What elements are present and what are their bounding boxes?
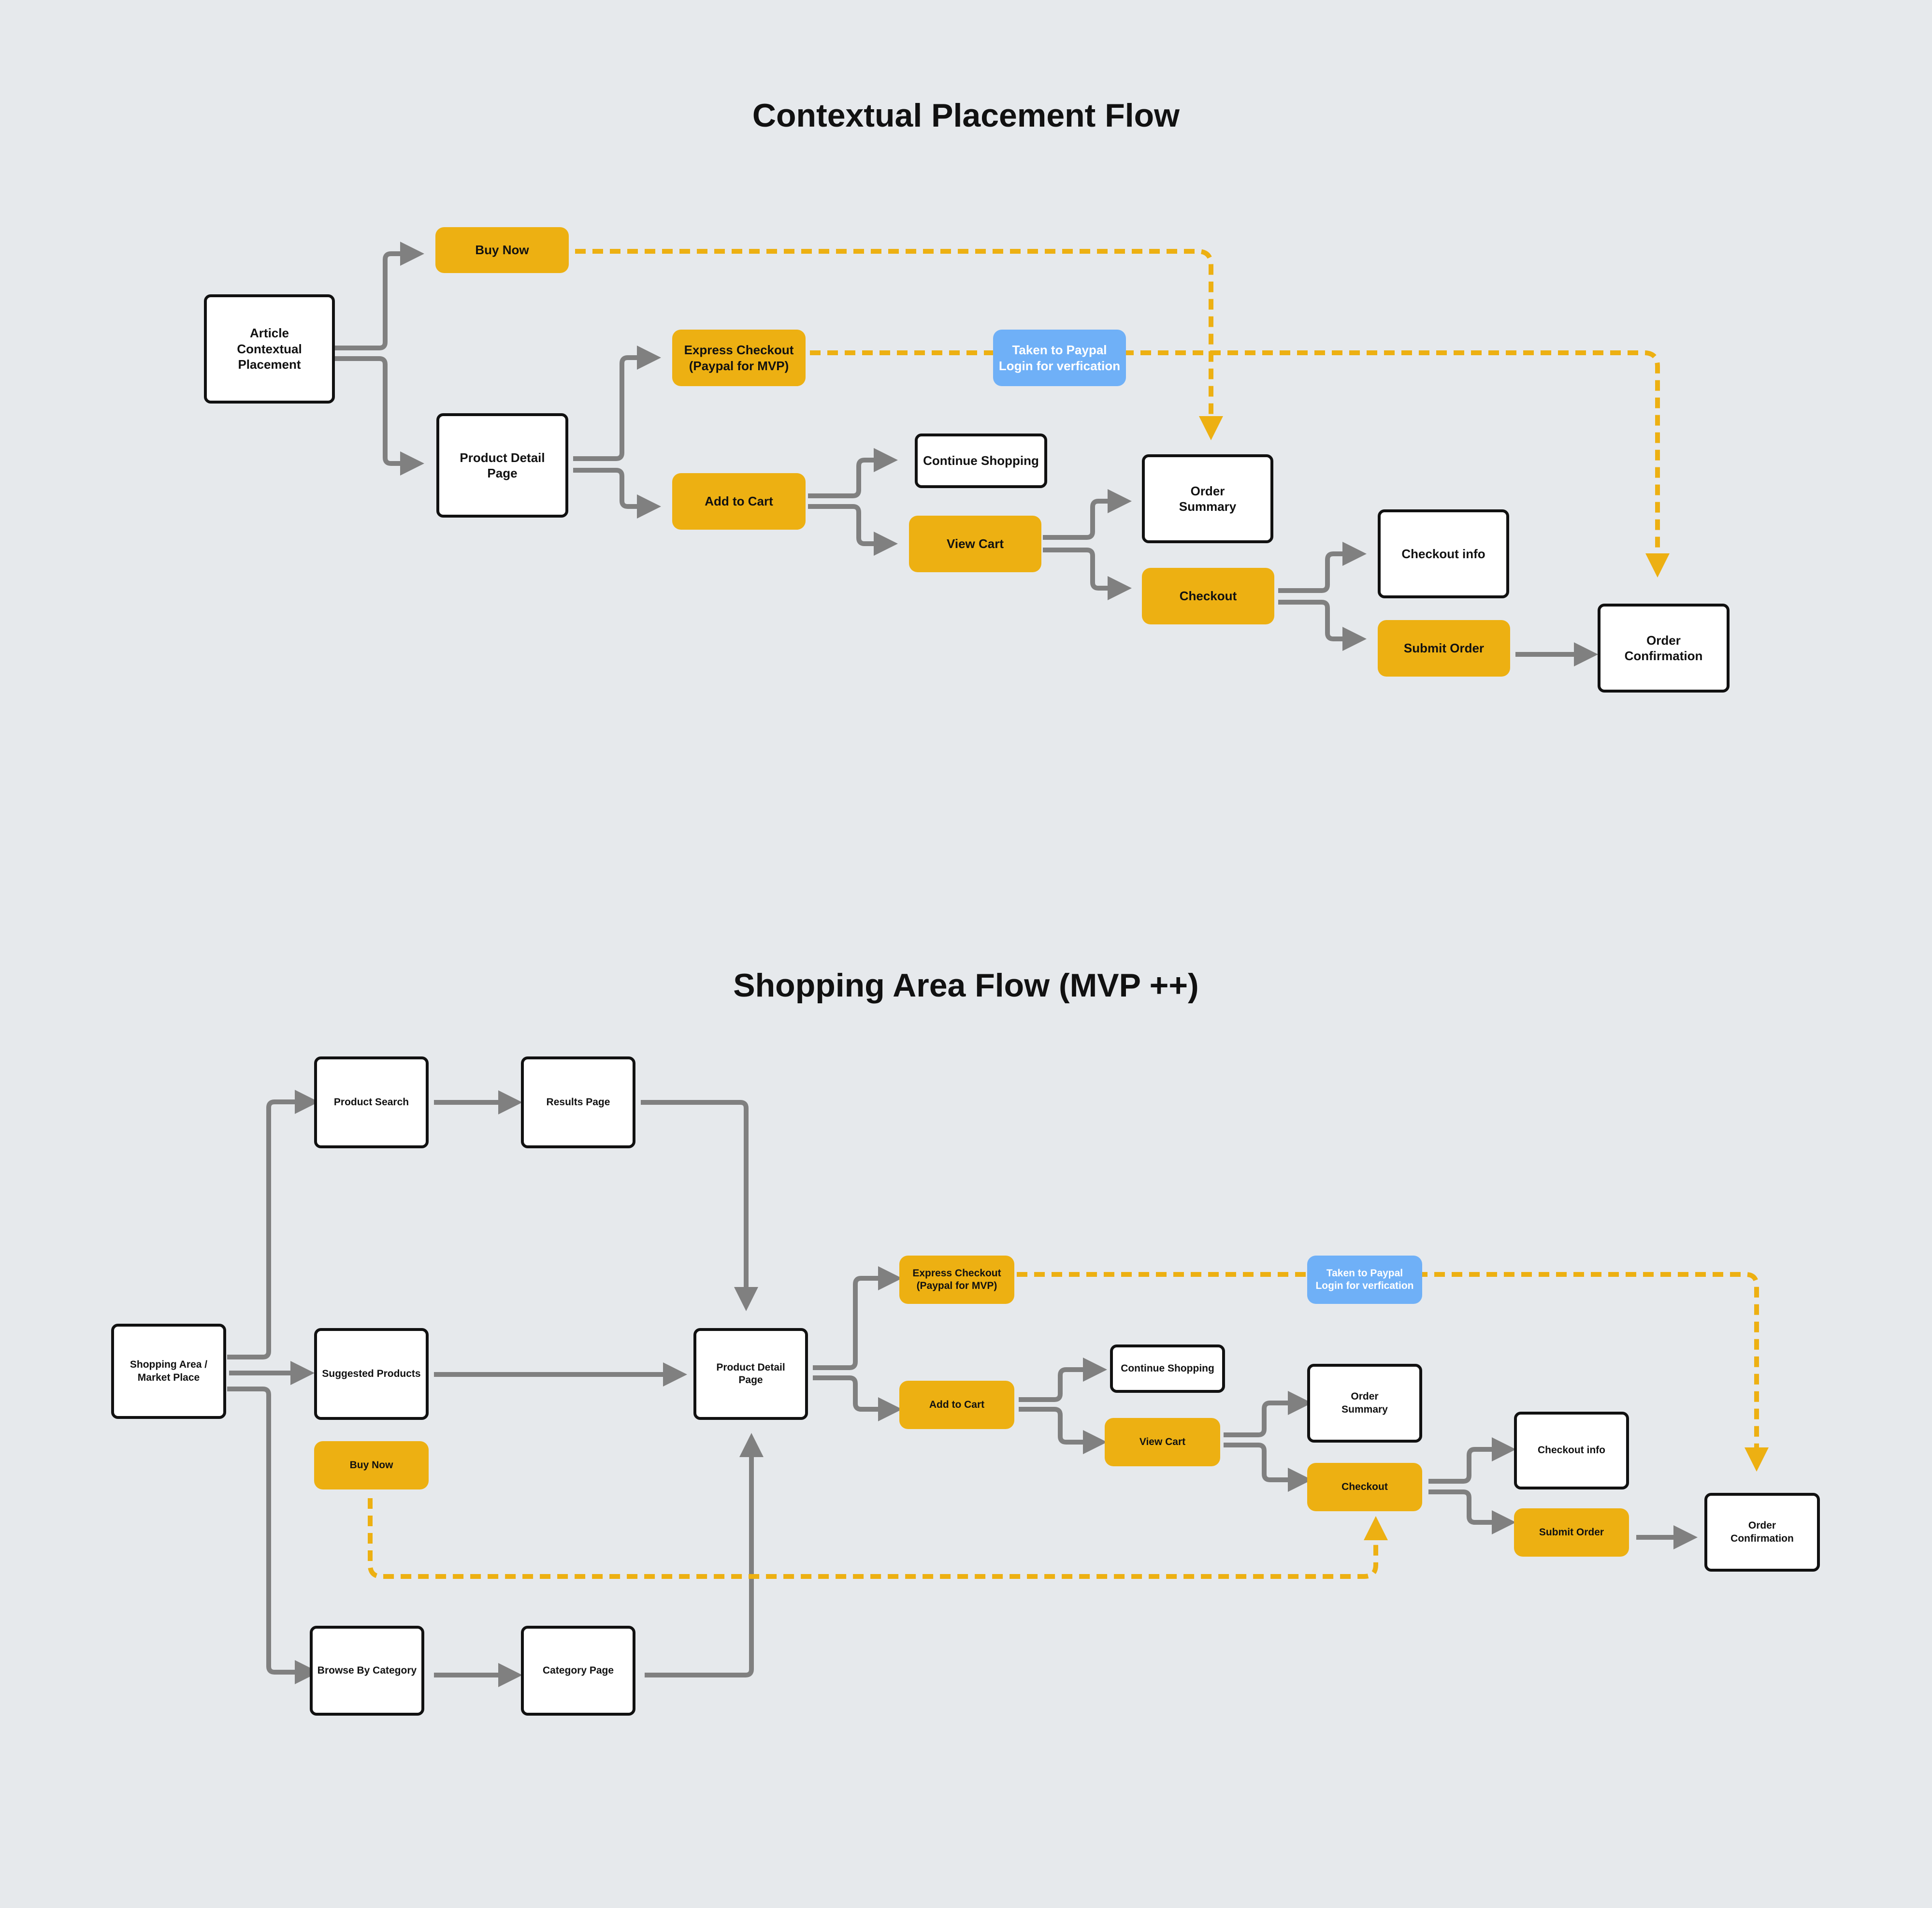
results-page-node[interactable]: Results Page [521,1056,635,1148]
connector-checkout-to-checkout-info [1278,542,1367,593]
add-to-cart-button[interactable]: Add to Cart [672,473,806,530]
connector-add-to-cart-to-continue-shopping [1019,1358,1107,1402]
buy-now-button[interactable]: Buy Now [435,227,569,273]
product-search-node[interactable]: Product Search [314,1056,429,1148]
checkout-button[interactable]: Checkout [1307,1463,1422,1511]
connector-pdp-to-express-checkout [813,1266,902,1370]
connector-results-page-to-pdp [641,1100,758,1311]
view-cart-button[interactable]: View Cart [1105,1418,1220,1466]
order-confirmation-node[interactable]: Order Confirmation [1598,604,1730,693]
continue-shopping-node[interactable]: Continue Shopping [1110,1344,1225,1393]
connector-shopping-area-to-product-search [227,1090,319,1359]
connector-shopping-area-to-browse-by-category [227,1387,319,1684]
order-summary-node[interactable]: Order Summary [1142,454,1273,543]
suggested-products-node[interactable]: Suggested Products [314,1328,429,1420]
shopping-solid-connectors [227,1090,1698,1687]
express-checkout-button[interactable]: Express Checkout (Paypal for MVP) [899,1256,1014,1304]
dashed-express-checkout-to-order-confirmation [1017,1272,1769,1472]
connector-view-cart-to-order-summary [1224,1391,1312,1437]
connector-category-page-to-pdp [645,1433,764,1677]
connector-view-cart-to-checkout [1224,1443,1312,1492]
dashed-buy-now-to-order-summary [575,249,1223,440]
checkout-info-node[interactable]: Checkout info [1514,1412,1629,1489]
checkout-button[interactable]: Checkout [1142,568,1274,624]
connector-view-cart-to-checkout [1043,548,1132,600]
order-summary-node[interactable]: Order Summary [1307,1364,1422,1443]
connector-add-to-cart-to-view-cart [808,504,898,556]
product-detail-page-node[interactable]: Product Detail Page [693,1328,808,1420]
connector-checkout-to-submit-order [1278,600,1367,651]
shopping-flow-title: Shopping Area Flow (MVP ++) [733,967,1199,1004]
connector-view-cart-to-order-summary [1043,489,1132,540]
checkout-info-node[interactable]: Checkout info [1378,509,1509,598]
shopping-area-marketplace-node[interactable]: Shopping Area / Market Place [111,1324,226,1419]
connector-add-to-cart-to-view-cart [1019,1407,1107,1454]
connector-add-to-cart-to-continue-shopping [808,448,898,498]
continue-shopping-node[interactable]: Continue Shopping [915,434,1047,488]
contextual-solid-connectors [334,242,1598,666]
submit-order-button[interactable]: Submit Order [1514,1508,1629,1557]
shopping-dashed-connectors [368,1272,1769,1579]
dashed-express-checkout-to-order-confirmation [810,350,1670,578]
paypal-login-note: Taken to Paypal Login for verfication [1307,1256,1422,1304]
connector-article-to-buy-now [334,242,424,350]
dashed-buy-now-to-checkout [368,1498,1388,1579]
submit-order-button[interactable]: Submit Order [1378,620,1510,677]
connector-pdp-to-express-checkout [573,346,661,461]
buy-now-button[interactable]: Buy Now [314,1441,429,1489]
article-contextual-placement-node[interactable]: Article Contextual Placement [204,294,335,404]
browse-by-category-node[interactable]: Browse By Category [310,1626,424,1716]
product-detail-page-node[interactable]: Product Detail Page [436,413,568,518]
connector-checkout-to-submit-order [1428,1489,1516,1534]
connector-checkout-to-checkout-info [1428,1437,1516,1484]
connector-article-to-product-detail [334,356,424,476]
contextual-dashed-connectors [575,249,1670,578]
view-cart-button[interactable]: View Cart [909,516,1041,572]
express-checkout-button[interactable]: Express Checkout (Paypal for MVP) [672,330,806,386]
connector-pdp-to-add-to-cart [573,468,661,519]
add-to-cart-button[interactable]: Add to Cart [899,1381,1014,1429]
connector-pdp-to-add-to-cart [813,1375,902,1421]
contextual-flow-title: Contextual Placement Flow [752,97,1180,134]
paypal-login-note: Taken to Paypal Login for verfication [993,330,1126,386]
order-confirmation-node[interactable]: Order Confirmation [1704,1493,1820,1572]
category-page-node[interactable]: Category Page [521,1626,635,1716]
